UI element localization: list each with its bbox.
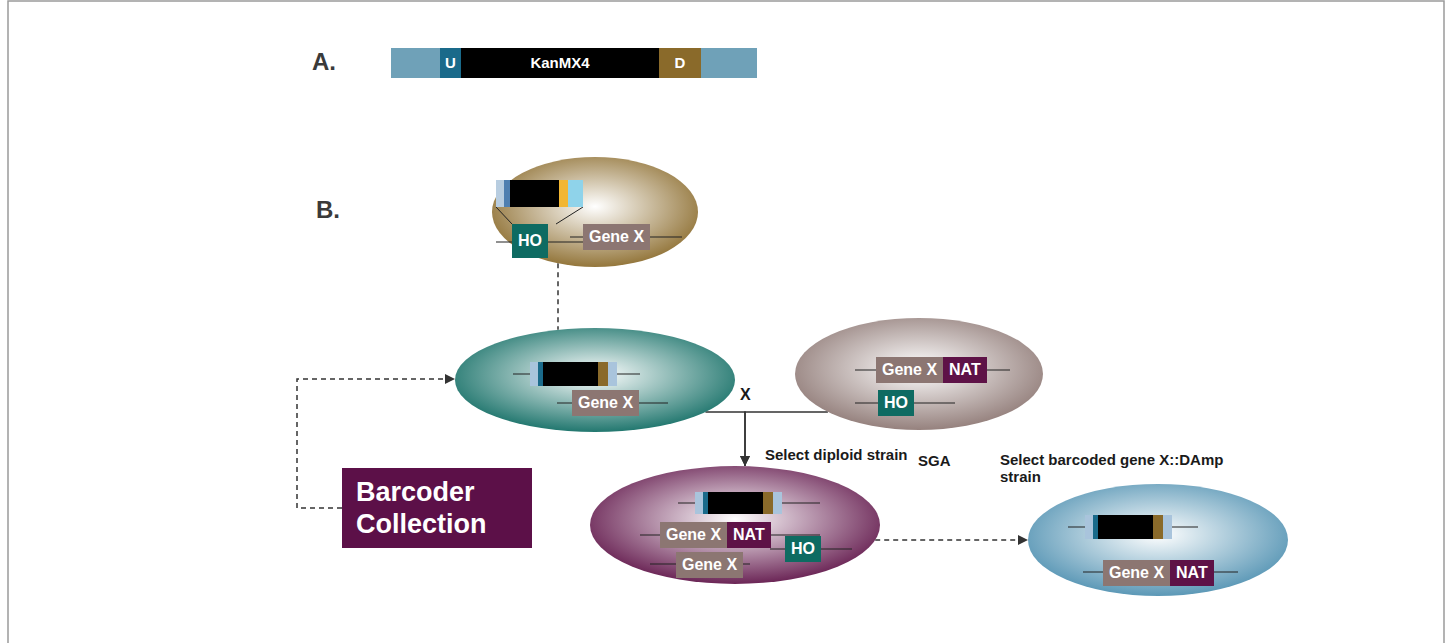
cassette-segment bbox=[763, 492, 773, 514]
node-text: Gene X bbox=[1109, 564, 1164, 581]
barcoded-strain-cell: Gene X NAT bbox=[1028, 484, 1288, 596]
cell-body bbox=[795, 318, 1043, 430]
figure-frame bbox=[8, 1, 1444, 643]
cassette-segment bbox=[510, 180, 559, 207]
node-text: Gene X bbox=[682, 556, 737, 573]
node-text: KanMX4 bbox=[530, 54, 589, 71]
cassette-segment bbox=[773, 492, 782, 514]
cassette-segment bbox=[1163, 515, 1172, 539]
cell-body bbox=[1028, 484, 1288, 596]
node-text: Gene X bbox=[882, 361, 937, 378]
node-text: NAT bbox=[949, 361, 981, 378]
step-label: SGA bbox=[918, 452, 951, 469]
connector bbox=[705, 412, 745, 466]
query-cell: Gene X NAT HO bbox=[795, 318, 1043, 430]
gene-box: Gene X bbox=[660, 522, 727, 548]
node-text: Barcoder Collection bbox=[356, 477, 487, 539]
gene-box: Gene X bbox=[676, 552, 743, 578]
ho-locus: HO bbox=[512, 224, 548, 258]
node-text: U bbox=[445, 54, 456, 71]
cell-body bbox=[492, 157, 698, 267]
gene-box: Gene X bbox=[583, 224, 650, 250]
insertion-line bbox=[496, 207, 512, 224]
cassette-segment bbox=[543, 362, 598, 386]
insertion-line bbox=[556, 207, 583, 224]
connector bbox=[557, 263, 559, 330]
cassette-segment bbox=[598, 362, 608, 386]
cassette-segment bbox=[708, 492, 763, 514]
cassette-segment bbox=[568, 180, 583, 207]
downstream-tag: D bbox=[659, 48, 701, 78]
connector bbox=[875, 539, 1028, 541]
cell-outline bbox=[455, 328, 735, 432]
gene-box: Gene X bbox=[876, 357, 943, 383]
cassette-segment bbox=[504, 180, 510, 207]
node-text: HO bbox=[884, 394, 908, 411]
cassette-segment bbox=[608, 362, 617, 386]
cassette-segment bbox=[559, 180, 568, 207]
nat-marker: NAT bbox=[1170, 560, 1214, 586]
nat-marker: NAT bbox=[943, 357, 987, 383]
cassette-segment bbox=[703, 492, 708, 514]
cell-body bbox=[455, 328, 735, 432]
gene-box: Gene X bbox=[572, 390, 639, 416]
kanmx4-marker: KanMX4 bbox=[461, 48, 659, 78]
barcoder-cell: Gene X bbox=[455, 328, 735, 432]
cell-body bbox=[590, 466, 880, 584]
gene-box: Gene X bbox=[1103, 560, 1170, 586]
cassette-segment bbox=[538, 362, 543, 386]
cassette-segment bbox=[1093, 515, 1098, 539]
node-text: Gene X bbox=[666, 526, 721, 543]
node-text: Gene X bbox=[578, 394, 633, 411]
nat-marker: NAT bbox=[727, 522, 771, 548]
panel-letter: B. bbox=[316, 196, 340, 224]
cassette-segment bbox=[530, 362, 538, 386]
node-text: Gene X bbox=[589, 228, 644, 245]
cassette-segment bbox=[1085, 515, 1093, 539]
node-text: NAT bbox=[733, 526, 765, 543]
cross-symbol: X bbox=[740, 386, 751, 404]
haploid-cell: HO Gene X bbox=[492, 157, 698, 267]
panel-letter: A. bbox=[312, 48, 336, 76]
cassette-segment bbox=[1153, 515, 1163, 539]
step-label: Select diploid strain bbox=[765, 446, 908, 463]
node-text: NAT bbox=[1176, 564, 1208, 581]
node-text: HO bbox=[518, 232, 542, 249]
diploid-cell: Gene X NAT Gene X HO bbox=[590, 466, 880, 584]
node-text: D bbox=[675, 54, 686, 71]
ho-locus: HO bbox=[785, 536, 821, 562]
cassette-segment bbox=[496, 180, 504, 207]
node-text: HO bbox=[791, 540, 815, 557]
ho-locus: HO bbox=[878, 390, 914, 416]
barcoder-collection-box: Barcoder Collection bbox=[342, 468, 532, 548]
cassette-segment bbox=[1098, 515, 1153, 539]
cassette-bar bbox=[391, 48, 757, 78]
step-label: Select barcoded gene X::DAmp strain bbox=[1000, 451, 1258, 485]
upstream-tag: U bbox=[440, 48, 461, 78]
cassette-segment bbox=[695, 492, 703, 514]
